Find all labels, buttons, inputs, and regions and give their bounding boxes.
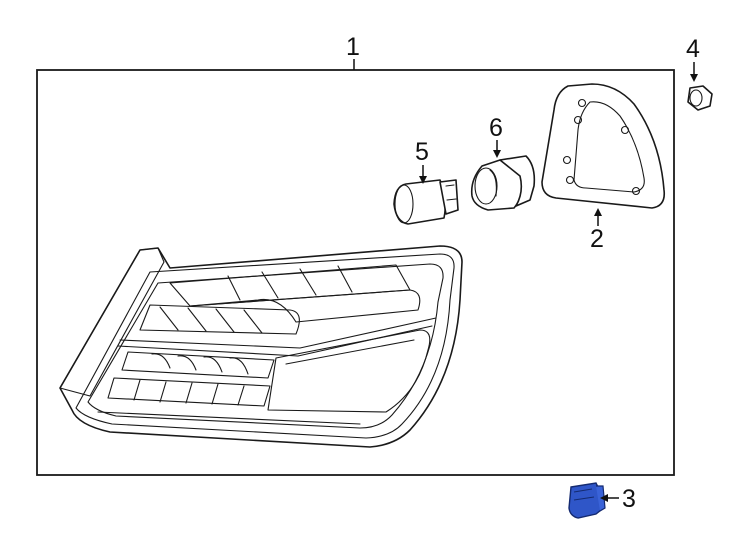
callout-6-label: 6 [489,114,503,142]
callout-5-label: 5 [415,138,429,166]
callout-1-label: 1 [346,33,360,61]
callout-2[interactable]: 2 [590,208,604,253]
bulb-socket[interactable] [470,155,536,211]
callout-4-label: 4 [686,35,700,63]
callout-3-label: 3 [622,485,636,513]
callout-1[interactable]: 1 [346,33,360,70]
bulb[interactable] [393,179,459,225]
connector-clip[interactable] [568,482,606,519]
callout-3[interactable]: 3 [600,485,636,513]
tail-lamp-assembly[interactable] [59,245,463,448]
callout-4[interactable]: 4 [686,35,700,82]
nut[interactable] [687,85,713,111]
callout-6[interactable]: 6 [489,114,503,158]
callout-2-label: 2 [590,225,604,253]
callout-5[interactable]: 5 [415,138,429,184]
gasket[interactable] [541,83,666,209]
assembly-frame [36,69,675,476]
